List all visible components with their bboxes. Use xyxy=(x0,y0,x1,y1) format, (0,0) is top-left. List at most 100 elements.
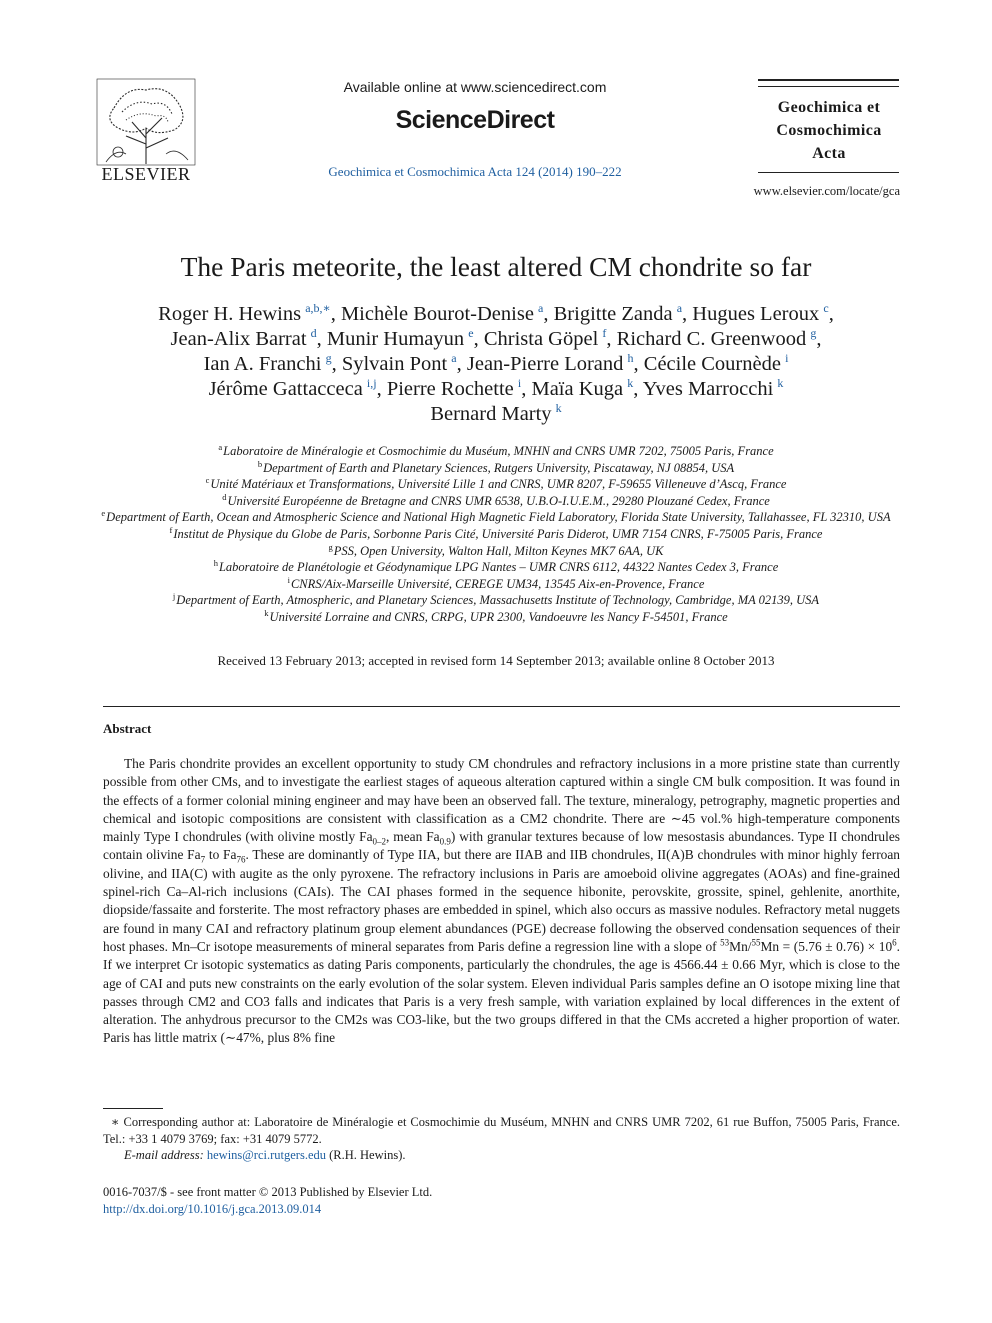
affiliation-item: eDepartment of Earth, Ocean and Atmosphe… xyxy=(60,509,932,526)
author-name[interactable]: Christa Göpel xyxy=(483,328,599,350)
abstract-text: . If we interpret Cr isotopic systematic… xyxy=(103,938,900,1046)
issn-line: 0016-7037/$ - see front matter © 2013 Pu… xyxy=(103,1185,433,1199)
author-separator: , xyxy=(331,353,342,375)
affiliation-text: Institut de Physique du Globe de Paris, … xyxy=(173,526,823,541)
sciencedirect-logo[interactable]: ScienceDirect xyxy=(395,106,555,134)
author-affiliation-marker[interactable]: a,b,∗ xyxy=(305,301,331,315)
affiliation-item: fInstitut de Physique du Globe de Paris,… xyxy=(60,526,932,543)
author-separator: , xyxy=(682,303,693,325)
author-name[interactable]: Cécile Cournède xyxy=(643,353,781,375)
author-affiliation-marker[interactable]: d xyxy=(310,326,317,340)
author-affiliation-marker[interactable]: a xyxy=(538,301,544,315)
affiliation-item: cUnité Matériaux et Transformations, Uni… xyxy=(60,476,932,493)
author-affiliation-marker[interactable]: g xyxy=(325,351,332,365)
author-separator: , xyxy=(456,353,467,375)
author-separator: , xyxy=(376,378,387,400)
author-affiliation-marker[interactable]: a xyxy=(451,351,457,365)
author-name[interactable]: Maïa Kuga xyxy=(531,378,624,400)
publisher-logo-text: ELSEVIER xyxy=(101,164,191,184)
journal-rule-top-thin xyxy=(758,86,899,87)
affiliation-text: Laboratoire de Minéralogie et Cosmochimi… xyxy=(223,444,774,458)
author-affiliation-marker[interactable]: e xyxy=(468,326,474,340)
corresponding-author-footnote: ∗ Corresponding author at: Laboratoire d… xyxy=(103,1114,900,1164)
author-affiliation-marker[interactable]: i xyxy=(785,351,789,365)
author-name[interactable]: Michèle Bourot-Denise xyxy=(340,303,534,325)
author-affiliation-marker[interactable]: k xyxy=(555,401,562,415)
affiliation-key: c xyxy=(205,475,210,486)
author-separator: , xyxy=(330,303,341,325)
author-name[interactable]: Yves Marrocchi xyxy=(642,378,774,400)
abstract-paragraph: The Paris chondrite provides an excellen… xyxy=(103,755,900,1048)
author-separator: , xyxy=(606,328,617,350)
affiliation-item: kUniversité Lorraine and CNRS, CRPG, UPR… xyxy=(60,609,932,626)
author-affiliation-marker[interactable]: g xyxy=(810,326,817,340)
journal-citation[interactable]: Geochimica et Cosmochimica Acta 124 (201… xyxy=(328,164,622,179)
email-suffix: (R.H. Hewins). xyxy=(326,1148,406,1163)
journal-rule-bottom xyxy=(758,172,899,173)
journal-title-line: Acta xyxy=(812,145,846,162)
footnote-text: Corresponding author at: Laboratoire de … xyxy=(103,1115,900,1146)
author-list: Roger H. Hewins a,b,∗, Michèle Bourot-De… xyxy=(60,302,932,427)
journal-title: Geochimica et Cosmochimica Acta xyxy=(745,96,913,165)
received-dates: Received 13 February 2013; accepted in r… xyxy=(217,653,775,668)
affiliation-text: Laboratoire de Planétologie et Géodynami… xyxy=(218,560,779,575)
author-affiliation-marker[interactable]: k xyxy=(627,376,634,390)
affiliation-key: e xyxy=(101,508,106,519)
affiliation-key: k xyxy=(264,607,269,618)
author-affiliation-marker[interactable]: h xyxy=(627,351,634,365)
journal-rule-top xyxy=(758,79,899,81)
email-label: E-mail address: xyxy=(124,1148,204,1163)
superscript: 6 xyxy=(892,937,897,948)
author-affiliation-marker[interactable]: c xyxy=(823,301,829,315)
affiliation-item: jDepartment of Earth, Atmospheric, and P… xyxy=(60,592,932,609)
author-name[interactable]: Jérôme Gattacceca xyxy=(208,378,363,400)
author-affiliation-marker[interactable]: i,j xyxy=(366,376,377,390)
author-separator: , xyxy=(816,328,822,350)
author-name[interactable]: Ian A. Franchi xyxy=(203,353,322,375)
author-name[interactable]: Jean-Alix Barrat xyxy=(170,328,307,350)
subscript: 76 xyxy=(236,855,246,866)
superscript: 55 xyxy=(751,937,761,948)
abstract-text: ) with granular textures because of low … xyxy=(103,829,900,863)
affiliation-key: f xyxy=(169,524,173,535)
author-name[interactable]: Pierre Rochette xyxy=(386,378,514,400)
elsevier-tree-logo xyxy=(96,78,196,182)
journal-url-link[interactable]: www.elsevier.com/locate/gca xyxy=(753,184,900,198)
front-matter: 0016-7037/$ - see front matter © 2013 Pu… xyxy=(103,1184,703,1217)
abstract-text: , mean Fa xyxy=(386,829,440,845)
author-separator: , xyxy=(543,303,554,325)
abstract-body: The Paris chondrite provides an excellen… xyxy=(103,755,900,1048)
doi-link[interactable]: http://dx.doi.org/10.1016/j.gca.2013.09.… xyxy=(103,1201,322,1216)
affiliation-text: Department of Earth, Ocean and Atmospher… xyxy=(106,510,891,525)
author-name[interactable]: Hugues Leroux xyxy=(692,303,820,325)
author-name[interactable]: Brigitte Zanda xyxy=(553,303,673,325)
subscript: 0.9 xyxy=(439,836,451,847)
affiliation-text: Université Européenne de Bretagne and CN… xyxy=(227,493,770,508)
abstract-heading: Abstract xyxy=(103,721,152,736)
author-name[interactable]: Roger H. Hewins xyxy=(158,303,302,325)
author-name[interactable]: Bernard Marty xyxy=(430,403,552,425)
article-title: The Paris meteorite, the least altered C… xyxy=(180,251,812,282)
abstract-text: to Fa xyxy=(205,847,237,863)
section-divider xyxy=(103,706,900,707)
author-name[interactable]: Jean-Pierre Lorand xyxy=(466,353,624,375)
author-name[interactable]: Sylvain Pont xyxy=(341,353,448,375)
author-name[interactable]: Richard C. Greenwood xyxy=(616,328,807,350)
affiliation-list: aLaboratoire de Minéralogie et Cosmochim… xyxy=(60,443,932,626)
affiliation-text: Department of Earth and Planetary Scienc… xyxy=(263,460,735,475)
author-affiliation-marker[interactable]: a xyxy=(676,301,683,315)
email-link[interactable]: hewins@rci.rutgers.edu xyxy=(206,1148,326,1163)
author-affiliation-marker[interactable]: k xyxy=(777,376,784,390)
author-affiliation-marker[interactable]: f xyxy=(602,326,607,340)
affiliation-key: i xyxy=(287,574,290,585)
author-separator: , xyxy=(828,303,834,325)
abstract-text: . These are dominantly of Type IIA, but … xyxy=(103,847,900,954)
abstract-text: Mn/ xyxy=(729,938,752,954)
author-separator: , xyxy=(473,328,484,350)
author-affiliation-marker[interactable]: i xyxy=(517,376,522,390)
affiliation-item: dUniversité Européenne de Bretagne and C… xyxy=(60,493,932,510)
author-name[interactable]: Munir Humayun xyxy=(326,328,465,350)
affiliation-key: a xyxy=(218,442,223,452)
affiliation-text: CNRS/Aix-Marseille Université, CEREGE UM… xyxy=(290,576,705,591)
available-online-link[interactable]: Available online at www.sciencedirect.co… xyxy=(343,79,607,95)
